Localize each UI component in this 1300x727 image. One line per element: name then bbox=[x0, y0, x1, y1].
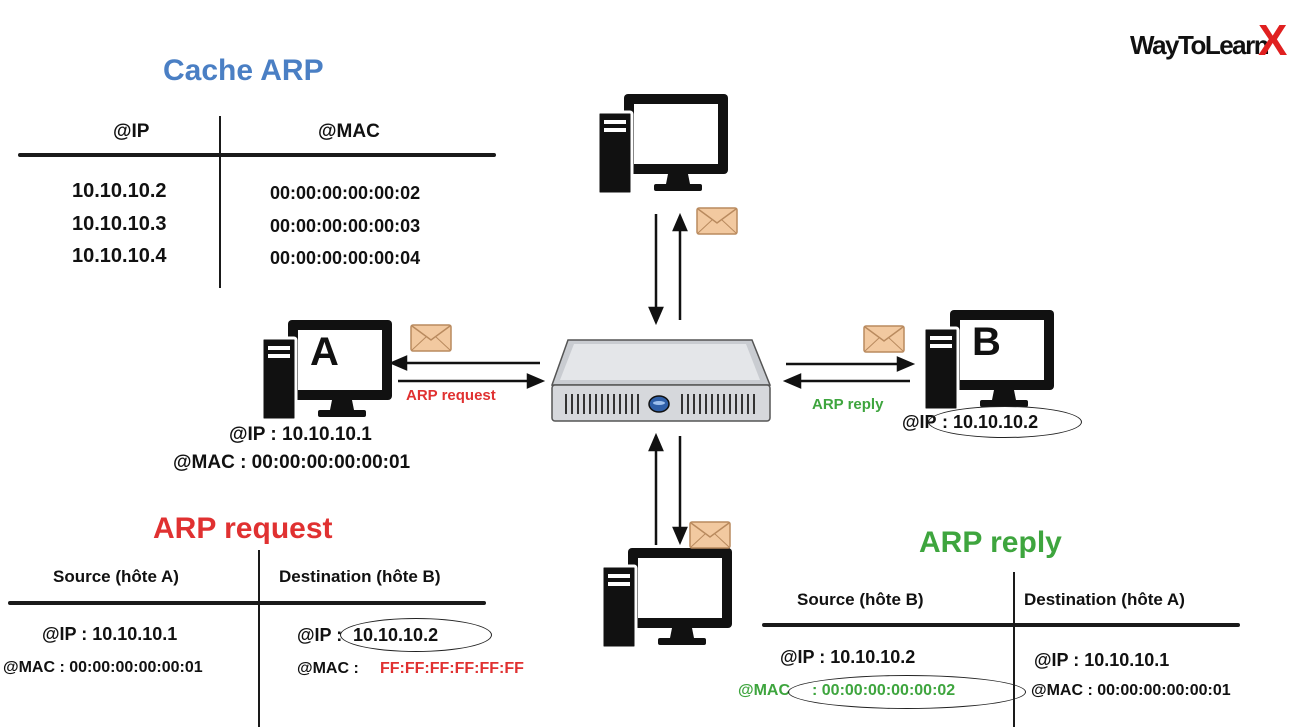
reply-destination-header: Destination (hôte A) bbox=[1024, 590, 1185, 609]
request-column-divider bbox=[258, 550, 260, 727]
request-dest-ip-highlight bbox=[340, 618, 492, 652]
logo-x-mark: X bbox=[1258, 16, 1288, 65]
host-a-label: A bbox=[310, 330, 339, 374]
host-b-label: B bbox=[972, 320, 1001, 364]
request-dest-ip-label: @IP : bbox=[297, 625, 343, 645]
host-a-mac: @MAC : 00:00:00:00:00:01 bbox=[173, 452, 411, 473]
cache-arp-title: Cache ARP bbox=[163, 54, 324, 87]
reply-source-header: Source (hôte B) bbox=[797, 590, 924, 609]
cache-row-ip: 10.10.10.3 bbox=[72, 213, 167, 235]
cache-mac-header: @MAC bbox=[318, 121, 380, 142]
computer-icon-top bbox=[596, 92, 730, 196]
request-source-mac: @MAC : 00:00:00:00:00:01 bbox=[3, 659, 203, 676]
reply-dest-ip: @IP : 10.10.10.1 bbox=[1034, 650, 1170, 670]
envelope-icon-left bbox=[410, 324, 452, 352]
arp-reply-link-label: ARP reply bbox=[812, 396, 884, 413]
cache-header-rule bbox=[18, 153, 496, 157]
arp-reply-title: ARP reply bbox=[919, 526, 1062, 559]
request-dest-mac-value: FF:FF:FF:FF:FF:FF bbox=[380, 660, 524, 677]
reply-dest-mac: @MAC : 00:00:00:00:00:01 bbox=[1031, 682, 1231, 699]
cache-ip-header: @IP bbox=[113, 121, 150, 142]
request-destination-header: Destination (hôte B) bbox=[279, 567, 441, 586]
request-source-ip: @IP : 10.10.10.1 bbox=[42, 624, 178, 644]
arrow-icons bbox=[388, 212, 916, 546]
envelope-icon-right bbox=[863, 325, 905, 353]
network-switch-icon bbox=[550, 339, 772, 422]
arp-request-title: ARP request bbox=[153, 512, 333, 545]
cache-row-ip: 10.10.10.4 bbox=[72, 245, 167, 267]
reply-source-mac-highlight bbox=[788, 675, 1026, 709]
host-b-ip-highlight bbox=[928, 406, 1082, 438]
cache-row-mac: 00:00:00:00:00:03 bbox=[270, 216, 421, 236]
arp-request-link-label: ARP request bbox=[406, 387, 496, 404]
reply-header-rule bbox=[762, 623, 1240, 627]
cache-row-mac: 00:00:00:00:00:04 bbox=[270, 248, 421, 268]
envelope-icon-bottom bbox=[689, 521, 731, 549]
reply-source-mac-label: @MAC bbox=[738, 682, 791, 699]
cache-row-ip: 10.10.10.2 bbox=[72, 180, 167, 202]
reply-source-ip: @IP : 10.10.10.2 bbox=[780, 647, 916, 667]
computer-icon-bottom bbox=[600, 546, 734, 650]
request-header-rule bbox=[8, 601, 486, 605]
reply-column-divider bbox=[1013, 572, 1015, 727]
cache-row-mac: 00:00:00:00:00:02 bbox=[270, 183, 421, 203]
request-source-header: Source (hôte A) bbox=[53, 567, 179, 586]
cache-column-divider bbox=[219, 116, 221, 288]
logo-text: WayToLearn bbox=[1130, 30, 1270, 60]
envelope-icon-top bbox=[696, 207, 738, 235]
host-a-ip: @IP : 10.10.10.1 bbox=[229, 424, 372, 445]
request-dest-mac-label: @MAC : bbox=[297, 660, 359, 677]
host-b-ip-label: @IP bbox=[902, 412, 937, 432]
